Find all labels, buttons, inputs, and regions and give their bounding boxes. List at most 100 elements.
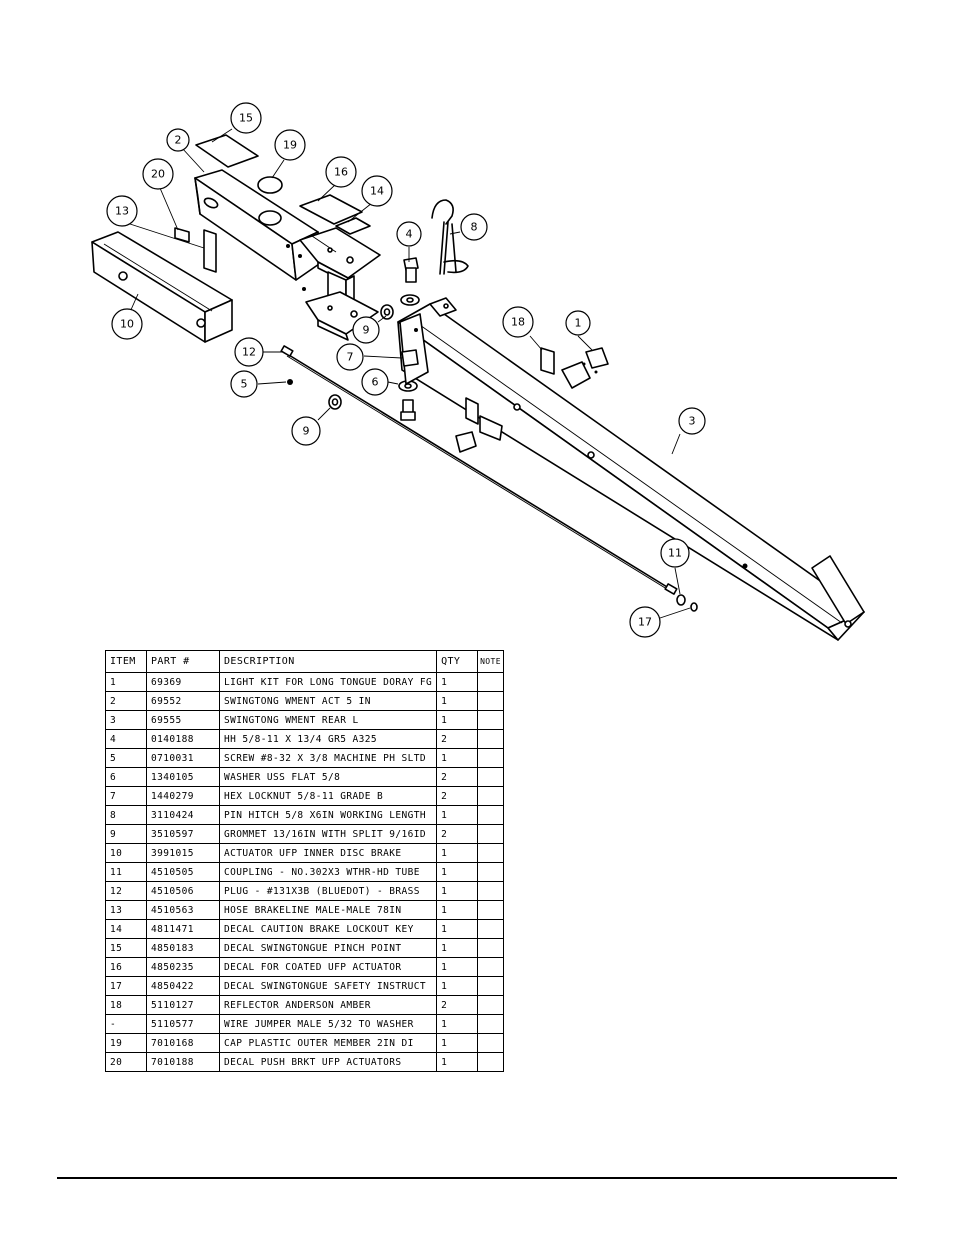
cell-description: HOSE BRAKELINE MALE-MALE 78IN xyxy=(218,900,438,920)
cell-item: 7 xyxy=(105,786,147,806)
cell-description: ACTUATOR UFP INNER DISC BRAKE xyxy=(218,843,438,863)
cell-note xyxy=(477,824,505,844)
cell-note xyxy=(477,919,505,939)
svg-text:14: 14 xyxy=(370,185,384,198)
cell-part-number: 4510505 xyxy=(146,862,220,882)
cell-note xyxy=(477,843,505,863)
svg-text:11: 11 xyxy=(668,547,682,560)
cell-item: 1 xyxy=(105,672,147,692)
cell-description: DECAL FOR COATED UFP ACTUATOR xyxy=(218,957,438,977)
cell-qty: 1 xyxy=(436,843,479,863)
cell-qty: 1 xyxy=(436,1052,479,1072)
part-4-hex-bolt xyxy=(403,257,419,283)
table-header-row: ITEM PART # DESCRIPTION QTY NOTE xyxy=(105,650,505,673)
cell-note xyxy=(477,1033,505,1053)
cell-qty: 2 xyxy=(436,824,479,844)
cell-description: DECAL SWINGTONGUE PINCH POINT xyxy=(218,938,438,958)
part-19-cap-plastic xyxy=(257,176,283,194)
cell-note xyxy=(477,748,505,768)
header-part-number: PART # xyxy=(146,650,220,673)
header-description: DESCRIPTION xyxy=(218,650,438,673)
cell-qty: 1 xyxy=(436,672,479,692)
svg-text:20: 20 xyxy=(151,168,165,181)
callout-12: 17 xyxy=(629,606,661,638)
cell-part-number: 7010188 xyxy=(146,1052,220,1072)
cell-item: 12 xyxy=(105,881,147,901)
svg-text:2: 2 xyxy=(175,134,182,147)
svg-text:16: 16 xyxy=(334,166,348,179)
cell-description: CAP PLASTIC OUTER MEMBER 2IN DI xyxy=(218,1033,438,1053)
svg-text:8: 8 xyxy=(471,221,478,234)
cell-qty: 1 xyxy=(436,862,479,882)
cell-item: 10 xyxy=(105,843,147,863)
cell-description: COUPLING - NO.302X3 WTHR-HD TUBE xyxy=(218,862,438,882)
part-5-screw xyxy=(287,379,293,385)
cell-item: 11 xyxy=(105,862,147,882)
cell-item: - xyxy=(105,1014,147,1034)
callout-11: 11 xyxy=(660,538,690,568)
header-note: NOTE xyxy=(477,650,505,673)
cell-part-number: 0710031 xyxy=(146,748,220,768)
cell-description: SWINGTONG WMENT ACT 5 IN xyxy=(218,691,438,711)
callout-20: 20 xyxy=(142,158,174,190)
cell-item: 9 xyxy=(105,824,147,844)
callout-6: 6 xyxy=(361,368,389,396)
part-8-hitch-pin xyxy=(431,199,469,275)
cell-note xyxy=(477,976,505,996)
cell-note xyxy=(477,767,505,787)
svg-text:3: 3 xyxy=(689,415,696,428)
cell-item: 17 xyxy=(105,976,147,996)
cell-note xyxy=(477,786,505,806)
cell-qty: 2 xyxy=(436,786,479,806)
svg-text:18: 18 xyxy=(511,316,525,329)
cell-qty: 1 xyxy=(436,881,479,901)
cell-part-number: 1440279 xyxy=(146,786,220,806)
cell-description: GROMMET 13/16IN WITH SPLIT 9/16ID xyxy=(218,824,438,844)
cell-part-number: 4850235 xyxy=(146,957,220,977)
cell-item: 20 xyxy=(105,1052,147,1072)
cell-description: REFLECTOR ANDERSON AMBER xyxy=(218,995,438,1015)
cell-description: WIRE JUMPER MALE 5/32 TO WASHER xyxy=(218,1014,438,1034)
part-16-decal-ufp xyxy=(195,134,259,168)
cell-item: 5 xyxy=(105,748,147,768)
cell-part-number: 5110577 xyxy=(146,1014,220,1034)
header-qty: QTY xyxy=(436,650,479,673)
part-2-swingtong-weldment-act xyxy=(194,169,381,341)
cell-item: 8 xyxy=(105,805,147,825)
cell-part-number: 4811471 xyxy=(146,919,220,939)
cell-part-number: 4850183 xyxy=(146,938,220,958)
cell-note xyxy=(477,938,505,958)
cell-description: LIGHT KIT FOR LONG TONGUE DORAY FG xyxy=(218,672,438,692)
cell-qty: 1 xyxy=(436,957,479,977)
cell-description: WASHER USS FLAT 5/8 xyxy=(218,767,438,787)
svg-text:7: 7 xyxy=(347,351,354,364)
callout-2: 2 xyxy=(166,128,190,152)
svg-text:17: 17 xyxy=(638,616,652,629)
svg-text:6: 6 xyxy=(372,376,379,389)
footer-rule xyxy=(57,1177,897,1179)
svg-text:1: 1 xyxy=(575,317,582,330)
part-13-brake-hose xyxy=(280,345,678,595)
cell-note xyxy=(477,729,505,749)
callout-9-upper: 9 xyxy=(352,316,380,344)
cell-note xyxy=(477,691,505,711)
part-7-hex-locknut xyxy=(401,349,419,367)
part-20-decal-push xyxy=(174,227,190,243)
cell-note xyxy=(477,900,505,920)
cell-part-number: 5110127 xyxy=(146,995,220,1015)
cell-note xyxy=(477,1014,505,1034)
cell-part-number: 4510506 xyxy=(146,881,220,901)
cell-part-number: 4510563 xyxy=(146,900,220,920)
cell-item: 14 xyxy=(105,919,147,939)
callout-18: 18 xyxy=(502,306,534,338)
